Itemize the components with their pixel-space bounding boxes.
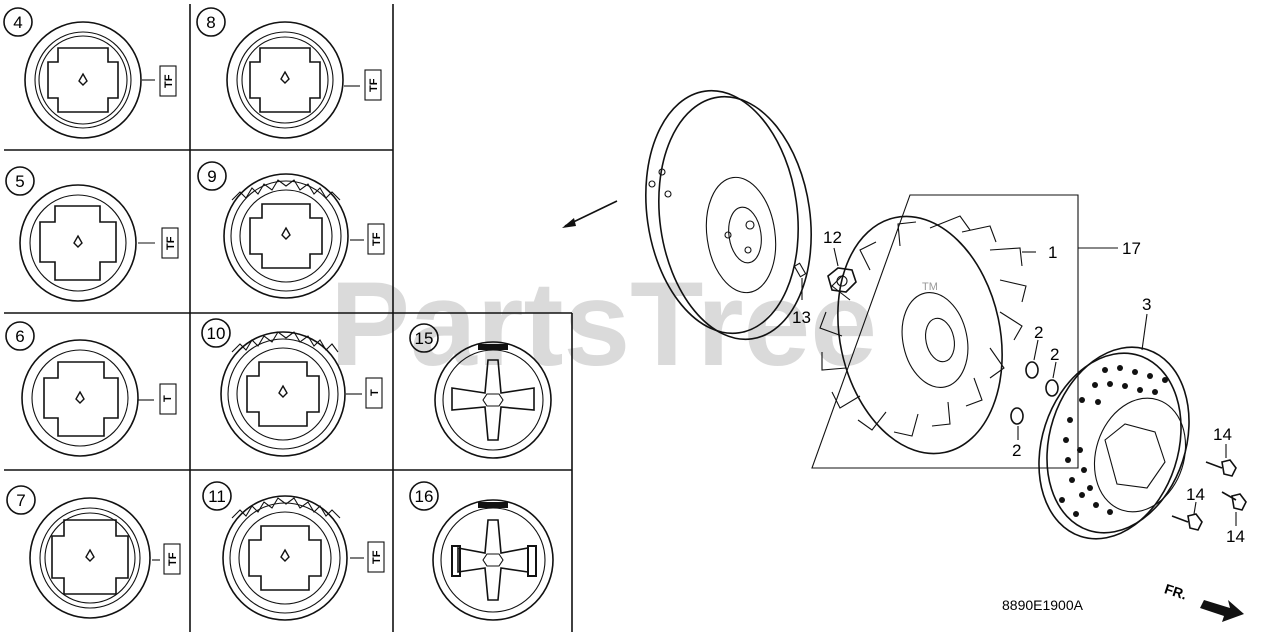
callout-8: 8 — [206, 13, 215, 32]
tf-label-9: TF — [371, 232, 383, 246]
part-label-14b: 14 — [1186, 485, 1205, 504]
part-label-12: 12 — [823, 228, 842, 247]
front-direction-label: FR. — [1163, 580, 1189, 602]
ring-variant-9[interactable] — [223, 173, 385, 299]
callout-6: 6 — [15, 327, 24, 346]
trademark: TM — [922, 281, 938, 293]
part-label-2c: 2 — [1012, 441, 1021, 460]
rotor-screen[interactable] — [1016, 313, 1212, 557]
bolts[interactable] — [1171, 444, 1247, 531]
tf-label-11: TF — [371, 550, 383, 564]
tf-label-4: TF — [163, 74, 175, 88]
part-label-2b: 2 — [1050, 345, 1059, 364]
tf-label-5: TF — [165, 236, 177, 250]
cooling-fan[interactable] — [811, 194, 1118, 469]
part-label-14c: 14 — [1226, 527, 1245, 546]
diagram-code: 8890E1900A — [1002, 597, 1084, 613]
part-label-14a: 14 — [1213, 425, 1232, 444]
callouts — [3, 7, 439, 515]
callout-16: 16 — [415, 487, 434, 506]
tf-label-8: TF — [368, 78, 380, 92]
ring-variant-16[interactable] — [432, 499, 554, 621]
tf-label-7: TF — [167, 552, 179, 566]
callout-4: 4 — [13, 13, 22, 32]
callout-10: 10 — [207, 324, 226, 343]
part-label-2a: 2 — [1034, 323, 1043, 342]
ring-variant-4[interactable] — [24, 21, 177, 139]
t-label-6: T — [162, 395, 174, 402]
grid-lines — [4, 4, 573, 632]
ring-variant-6[interactable] — [21, 339, 177, 457]
key-13[interactable] — [793, 262, 807, 300]
part-label-1: 1 — [1048, 243, 1057, 262]
front-arrow-icon — [1200, 600, 1244, 622]
ring-variant-11[interactable] — [222, 495, 385, 621]
ring-variant-15[interactable] — [434, 341, 552, 459]
callout-9: 9 — [207, 167, 216, 186]
part-label-13: 13 — [792, 308, 811, 327]
part-label-17: 17 — [1122, 239, 1141, 258]
ring-variant-7[interactable] — [29, 497, 181, 619]
callout-11: 11 — [208, 487, 226, 506]
callout-5: 5 — [15, 172, 24, 191]
ring-variant-8[interactable] — [226, 21, 382, 139]
ring-variant-5[interactable] — [19, 184, 179, 302]
t-label-10: T — [369, 389, 381, 396]
flywheel[interactable] — [562, 81, 826, 350]
ring-variant-10[interactable] — [220, 331, 383, 457]
callout-15: 15 — [415, 329, 434, 348]
collars[interactable] — [1010, 339, 1059, 440]
callout-7: 7 — [16, 491, 25, 510]
part-label-3: 3 — [1142, 295, 1151, 314]
